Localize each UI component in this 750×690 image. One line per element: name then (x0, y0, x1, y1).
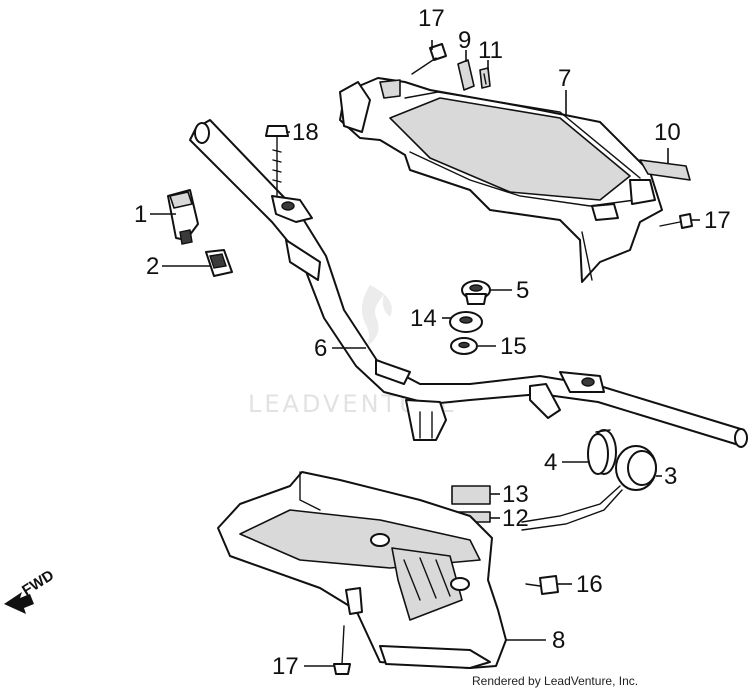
callout-16: 16 (576, 571, 603, 598)
callout-11: 11 (478, 37, 503, 64)
part-13-label[interactable] (451, 485, 491, 505)
part-5-grommet[interactable] (461, 280, 491, 305)
part-9-emblem[interactable] (457, 59, 475, 91)
leader-lines (150, 40, 700, 667)
callout-1: 1 (134, 201, 147, 228)
part-2-clip[interactable] (205, 249, 233, 277)
fwd-arrow-icon (4, 592, 34, 614)
part-11-emblem[interactable] (479, 67, 491, 89)
callout-4: 4 (544, 449, 557, 476)
part-14-collar[interactable] (449, 311, 483, 333)
part-6-handlebar[interactable] (189, 119, 748, 448)
callout-17-top: 17 (418, 5, 445, 32)
credit-text: Rendered by LeadVenture, Inc. (472, 674, 638, 688)
callout-6: 6 (314, 335, 327, 362)
callout-numbers: 1 2 3 4 5 6 7 8 9 10 11 12 13 14 15 16 1… (134, 5, 731, 680)
part-17-bolt-right[interactable] (659, 213, 693, 229)
part-8-lower-cover[interactable] (217, 471, 507, 669)
callout-2: 2 (146, 253, 159, 280)
callout-14: 14 (410, 305, 437, 332)
part-18-bolt[interactable] (265, 125, 289, 197)
callout-13: 13 (502, 481, 529, 508)
fwd-label: FWD (19, 567, 57, 600)
callout-9: 9 (458, 27, 471, 54)
watermark-flame-icon (361, 285, 392, 347)
part-7-upper-cover[interactable] (339, 77, 663, 283)
fwd-arrow: FWD (4, 567, 57, 614)
part-1-switch[interactable] (167, 189, 199, 245)
callout-18: 18 (292, 119, 319, 146)
callout-10: 10 (654, 119, 681, 146)
callout-17-right: 17 (704, 207, 731, 234)
callout-3: 3 (664, 463, 677, 490)
callout-15: 15 (500, 333, 527, 360)
part-17-bolt-top[interactable] (411, 43, 447, 75)
part-10-lens[interactable] (639, 159, 691, 181)
callout-7: 7 (558, 65, 571, 92)
part-15-washer[interactable] (450, 337, 478, 355)
part-16-bolt[interactable] (525, 575, 559, 595)
part-3-gauge[interactable] (521, 445, 657, 531)
callout-8: 8 (552, 627, 565, 654)
part-4-housing[interactable] (587, 429, 617, 475)
part-17-bolt-bottom[interactable] (333, 625, 351, 675)
callout-12: 12 (502, 505, 529, 532)
callout-5: 5 (516, 277, 529, 304)
callout-17-bottom: 17 (272, 653, 299, 680)
